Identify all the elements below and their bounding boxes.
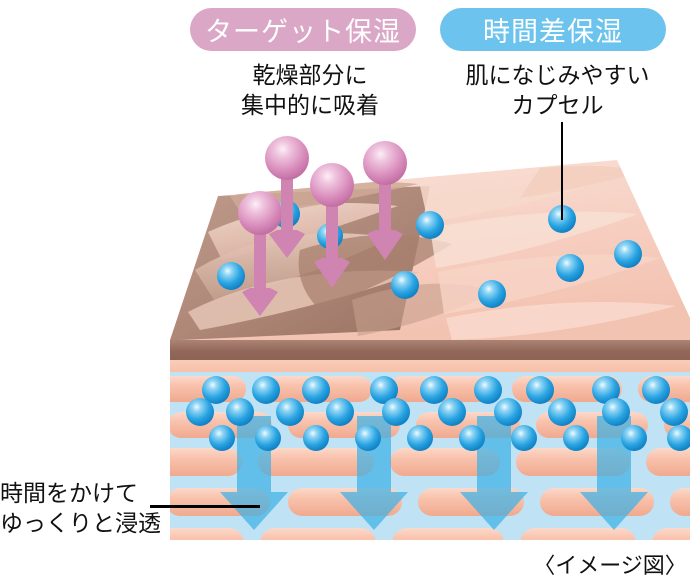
caption-target-line2: 集中的に吸着 [241,92,379,118]
caption-slow-permeation: 時間をかけて ゆっくりと浸透 [0,478,161,538]
caption-capsule-line1: 肌になじみやすい [465,62,650,88]
badge-target-moisture: ターゲット保湿 [190,8,416,51]
leader-line-permeation [150,505,260,508]
targeted-arrow-1 [238,191,282,316]
caption-target-adsorption: 乾燥部分に 集中的に吸着 [200,60,420,120]
image-note-label: 〈イメージ図〉 [533,553,687,578]
targeted-arrow-3 [310,163,354,288]
caption-capsule: 肌になじみやすい カプセル [450,60,665,120]
targeted-arrow-4 [363,141,407,260]
caption-target-line1: 乾燥部分に [252,62,368,88]
targeted-arrow-2 [265,136,309,258]
targeted-moisture-arrows [238,136,407,316]
leader-line-capsule [561,122,563,220]
badge-timed-moisture: 時間差保湿 [440,8,666,51]
skin-surface-group [170,160,690,372]
stratum-corneum-body [170,372,690,540]
caption-capsule-line2: カプセル [511,92,604,118]
caption-permeation-line1: 時間をかけて [0,480,138,506]
deep-capsules [186,376,690,451]
caption-permeation-line2: ゆっくりと浸透 [0,510,161,536]
